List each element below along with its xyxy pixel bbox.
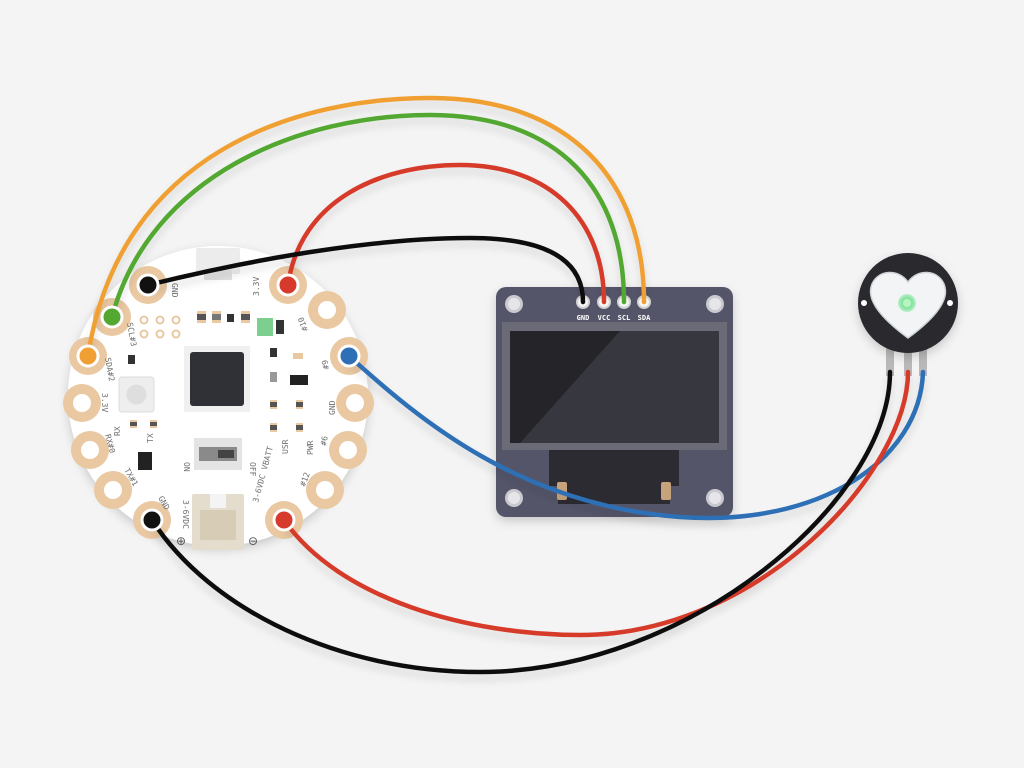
pin-label-scl: SCL#3	[125, 322, 138, 347]
microcontroller-chip	[184, 346, 250, 412]
board-silkscreen: RX TX ON OFF USR PWR ⊕ ⊖	[113, 426, 315, 548]
wire-red-vbatt	[281, 369, 911, 638]
pin-label-3v3-top: 3.3V	[252, 277, 261, 296]
silk-pwr: PWR	[306, 440, 315, 455]
pin-label-gnd-top: GND	[170, 283, 179, 298]
power-switch[interactable]	[194, 438, 242, 470]
smd-components	[128, 311, 308, 470]
pulse-sensor-leads	[886, 340, 927, 376]
header-pads	[139, 315, 181, 339]
oled-pin-vcc: VCC	[598, 314, 611, 322]
pulse-sensor	[858, 253, 958, 376]
silk-on: ON	[182, 462, 191, 472]
battery-connector	[192, 494, 244, 550]
silk-usr: USR	[281, 439, 290, 454]
silk-plus: ⊕	[176, 534, 186, 548]
pin-label-gnd-right: GND	[328, 400, 337, 415]
silk-off: OFF	[248, 462, 257, 477]
oled-pin-sda: SDA	[638, 314, 651, 322]
wires	[85, 95, 926, 675]
oled-pin-labels: GND VCC SCL SDA	[577, 314, 651, 322]
silk-rx: RX	[113, 426, 122, 436]
wire-orange-sda	[85, 95, 647, 359]
oled-mount-holes	[505, 295, 724, 507]
wire-black-gnd-sensor	[149, 369, 893, 675]
pin-label-vin: 3-6VDC	[181, 500, 190, 529]
pin-label-6: #6	[319, 435, 330, 446]
pin-label-9: #9	[320, 359, 331, 370]
wire-black-gnd-oled	[145, 235, 586, 305]
pin-label-3v3-left: 3.3V	[100, 393, 109, 412]
wire-red-vcc	[285, 162, 607, 305]
wire-endpoints	[76, 273, 361, 532]
oled-pin-scl: SCL	[618, 314, 631, 322]
silk-minus: ⊖	[248, 534, 258, 548]
wire-green-scl	[109, 112, 627, 320]
oled-screen	[502, 322, 727, 450]
reset-button[interactable]	[118, 376, 155, 413]
pin-label-sda: SDA#2	[103, 357, 116, 382]
oled-pin-gnd: GND	[577, 314, 590, 322]
wire-blue-signal	[346, 353, 926, 521]
silk-tx: TX	[146, 433, 155, 443]
